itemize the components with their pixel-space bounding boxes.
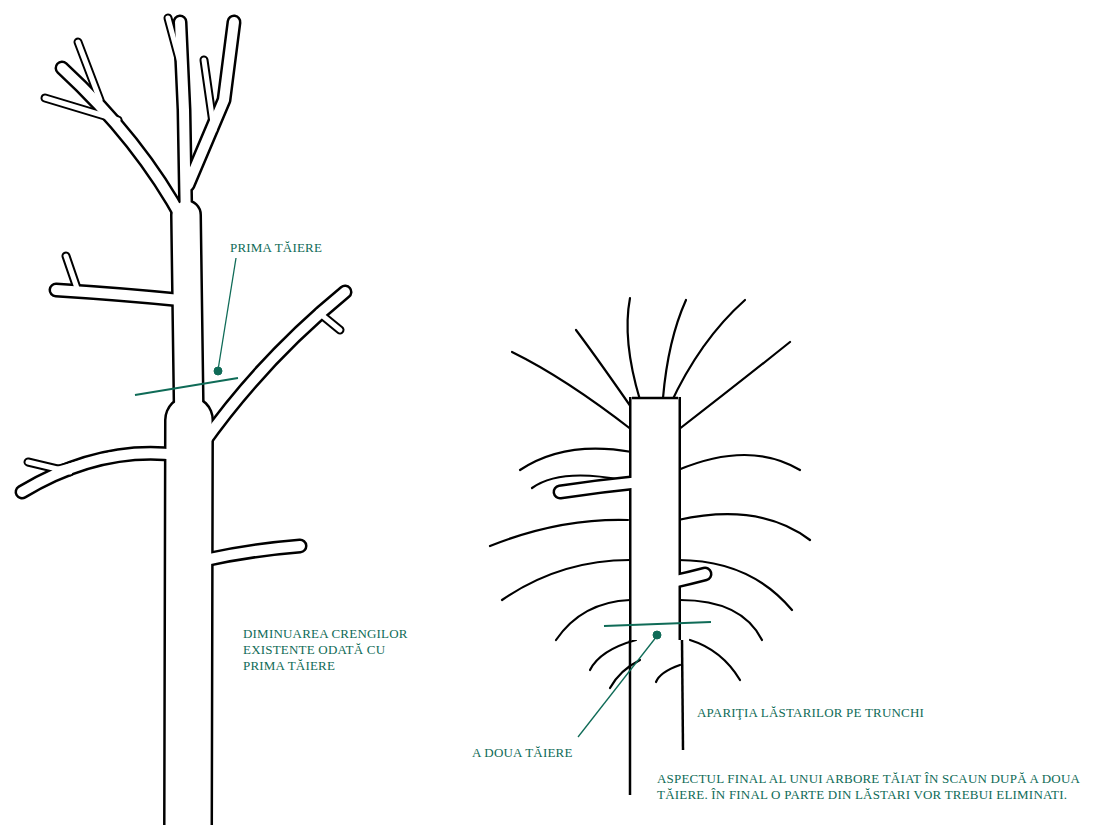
shoot xyxy=(680,600,762,640)
shoot xyxy=(678,514,810,540)
leader-outline xyxy=(186,215,189,430)
leader-fill xyxy=(186,215,189,430)
shoot xyxy=(490,520,628,546)
shoot xyxy=(520,449,632,470)
branch-fill xyxy=(22,22,345,560)
leader-line xyxy=(218,258,236,370)
shoot xyxy=(512,352,632,430)
shoot xyxy=(678,560,792,610)
trunk-edge xyxy=(682,640,683,750)
leader-dot xyxy=(214,367,222,375)
annotation-label: A DOUA TĂIERE xyxy=(472,745,632,761)
shoot xyxy=(502,560,630,600)
annotation-label: APARIŢIA LĂSTARILOR PE TRUNCHI xyxy=(697,705,997,721)
annotation-label: DIMINUAREA CRENGILOR EXISTENTE ODATĂ CU … xyxy=(243,626,428,674)
leader-line xyxy=(578,636,657,737)
shoot xyxy=(556,600,630,640)
cut-trunk-outline xyxy=(629,397,681,640)
trunk-outline xyxy=(188,420,189,825)
shoot xyxy=(678,455,800,470)
cut-line xyxy=(135,378,238,395)
annotation-label: PRIMA TĂIERE xyxy=(230,240,380,256)
cut-top xyxy=(632,397,678,400)
leader-dot xyxy=(653,631,661,639)
shoot xyxy=(670,300,745,405)
shoots xyxy=(490,298,810,688)
shoot xyxy=(628,298,640,400)
cut-line xyxy=(604,622,711,626)
trunk-fill xyxy=(188,420,189,825)
shoot xyxy=(663,300,686,398)
trunk-edge xyxy=(629,640,632,795)
cut-annotations xyxy=(135,258,711,737)
annotation-label: ASPECTUL FINAL AL UNUI ARBORE TĂIAT ÎN S… xyxy=(657,771,1094,803)
cut-trunk-fill xyxy=(632,397,679,640)
shoot xyxy=(690,640,740,680)
shoot xyxy=(678,342,790,430)
shoot xyxy=(656,665,680,682)
